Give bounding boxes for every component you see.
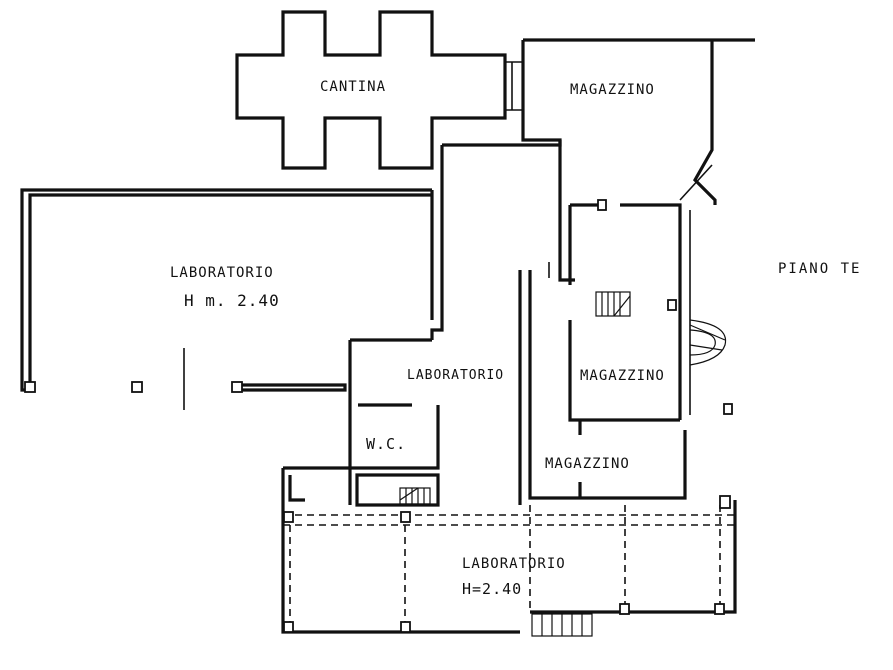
pillar: [283, 511, 294, 523]
laboratorio-big-walls: [20, 188, 432, 392]
magazzino-top-walls: [521, 38, 755, 205]
room-label-magazzino-low: MAGAZZINO: [545, 456, 630, 472]
room-label-laboratorio-big: LABORATORIO: [170, 265, 274, 281]
room-label-magazzino-top: MAGAZZINO: [570, 82, 655, 98]
central-walls: [348, 140, 562, 470]
pillar: [723, 403, 733, 415]
pillar: [719, 495, 731, 509]
laboratorio-bottom-beams: [283, 505, 735, 625]
pillar: [400, 511, 411, 523]
room-height-laboratorio-big: H m. 2.40: [184, 291, 280, 310]
magazzino-mid-walls: [558, 200, 682, 422]
pillar: [231, 381, 243, 393]
room-height-laboratorio-bottom: H=2.40: [462, 580, 523, 598]
room-label-laboratorio-mid: LABORATORIO: [407, 368, 505, 383]
entrance-stairs: [531, 613, 593, 637]
pillar: [714, 603, 725, 615]
room-label-magazzino-mid: MAGAZZINO: [580, 368, 665, 384]
small-room-walls: [348, 468, 440, 507]
magazzino-top-door: [679, 164, 713, 201]
pillar: [24, 381, 36, 393]
small-stairs: [399, 487, 431, 505]
laboratorio-bottom-walls: [281, 466, 737, 634]
pillar: [619, 603, 630, 615]
room-label-laboratorio-bottom: LABORATORIO: [462, 556, 566, 572]
floor-label: PIANO TE: [778, 261, 862, 277]
room-label-wc: W.C.: [366, 435, 407, 453]
pillar: [400, 621, 411, 633]
pillar: [131, 381, 143, 393]
cantina-walls: [235, 10, 507, 170]
internal-stairs: [595, 291, 631, 317]
pillar: [283, 621, 294, 633]
external-stairs: [689, 319, 727, 366]
laboratorio-mid-walls: [350, 270, 687, 505]
pillar: [597, 199, 607, 211]
pillar: [667, 299, 677, 311]
room-label-cantina: CANTINA: [320, 79, 387, 95]
